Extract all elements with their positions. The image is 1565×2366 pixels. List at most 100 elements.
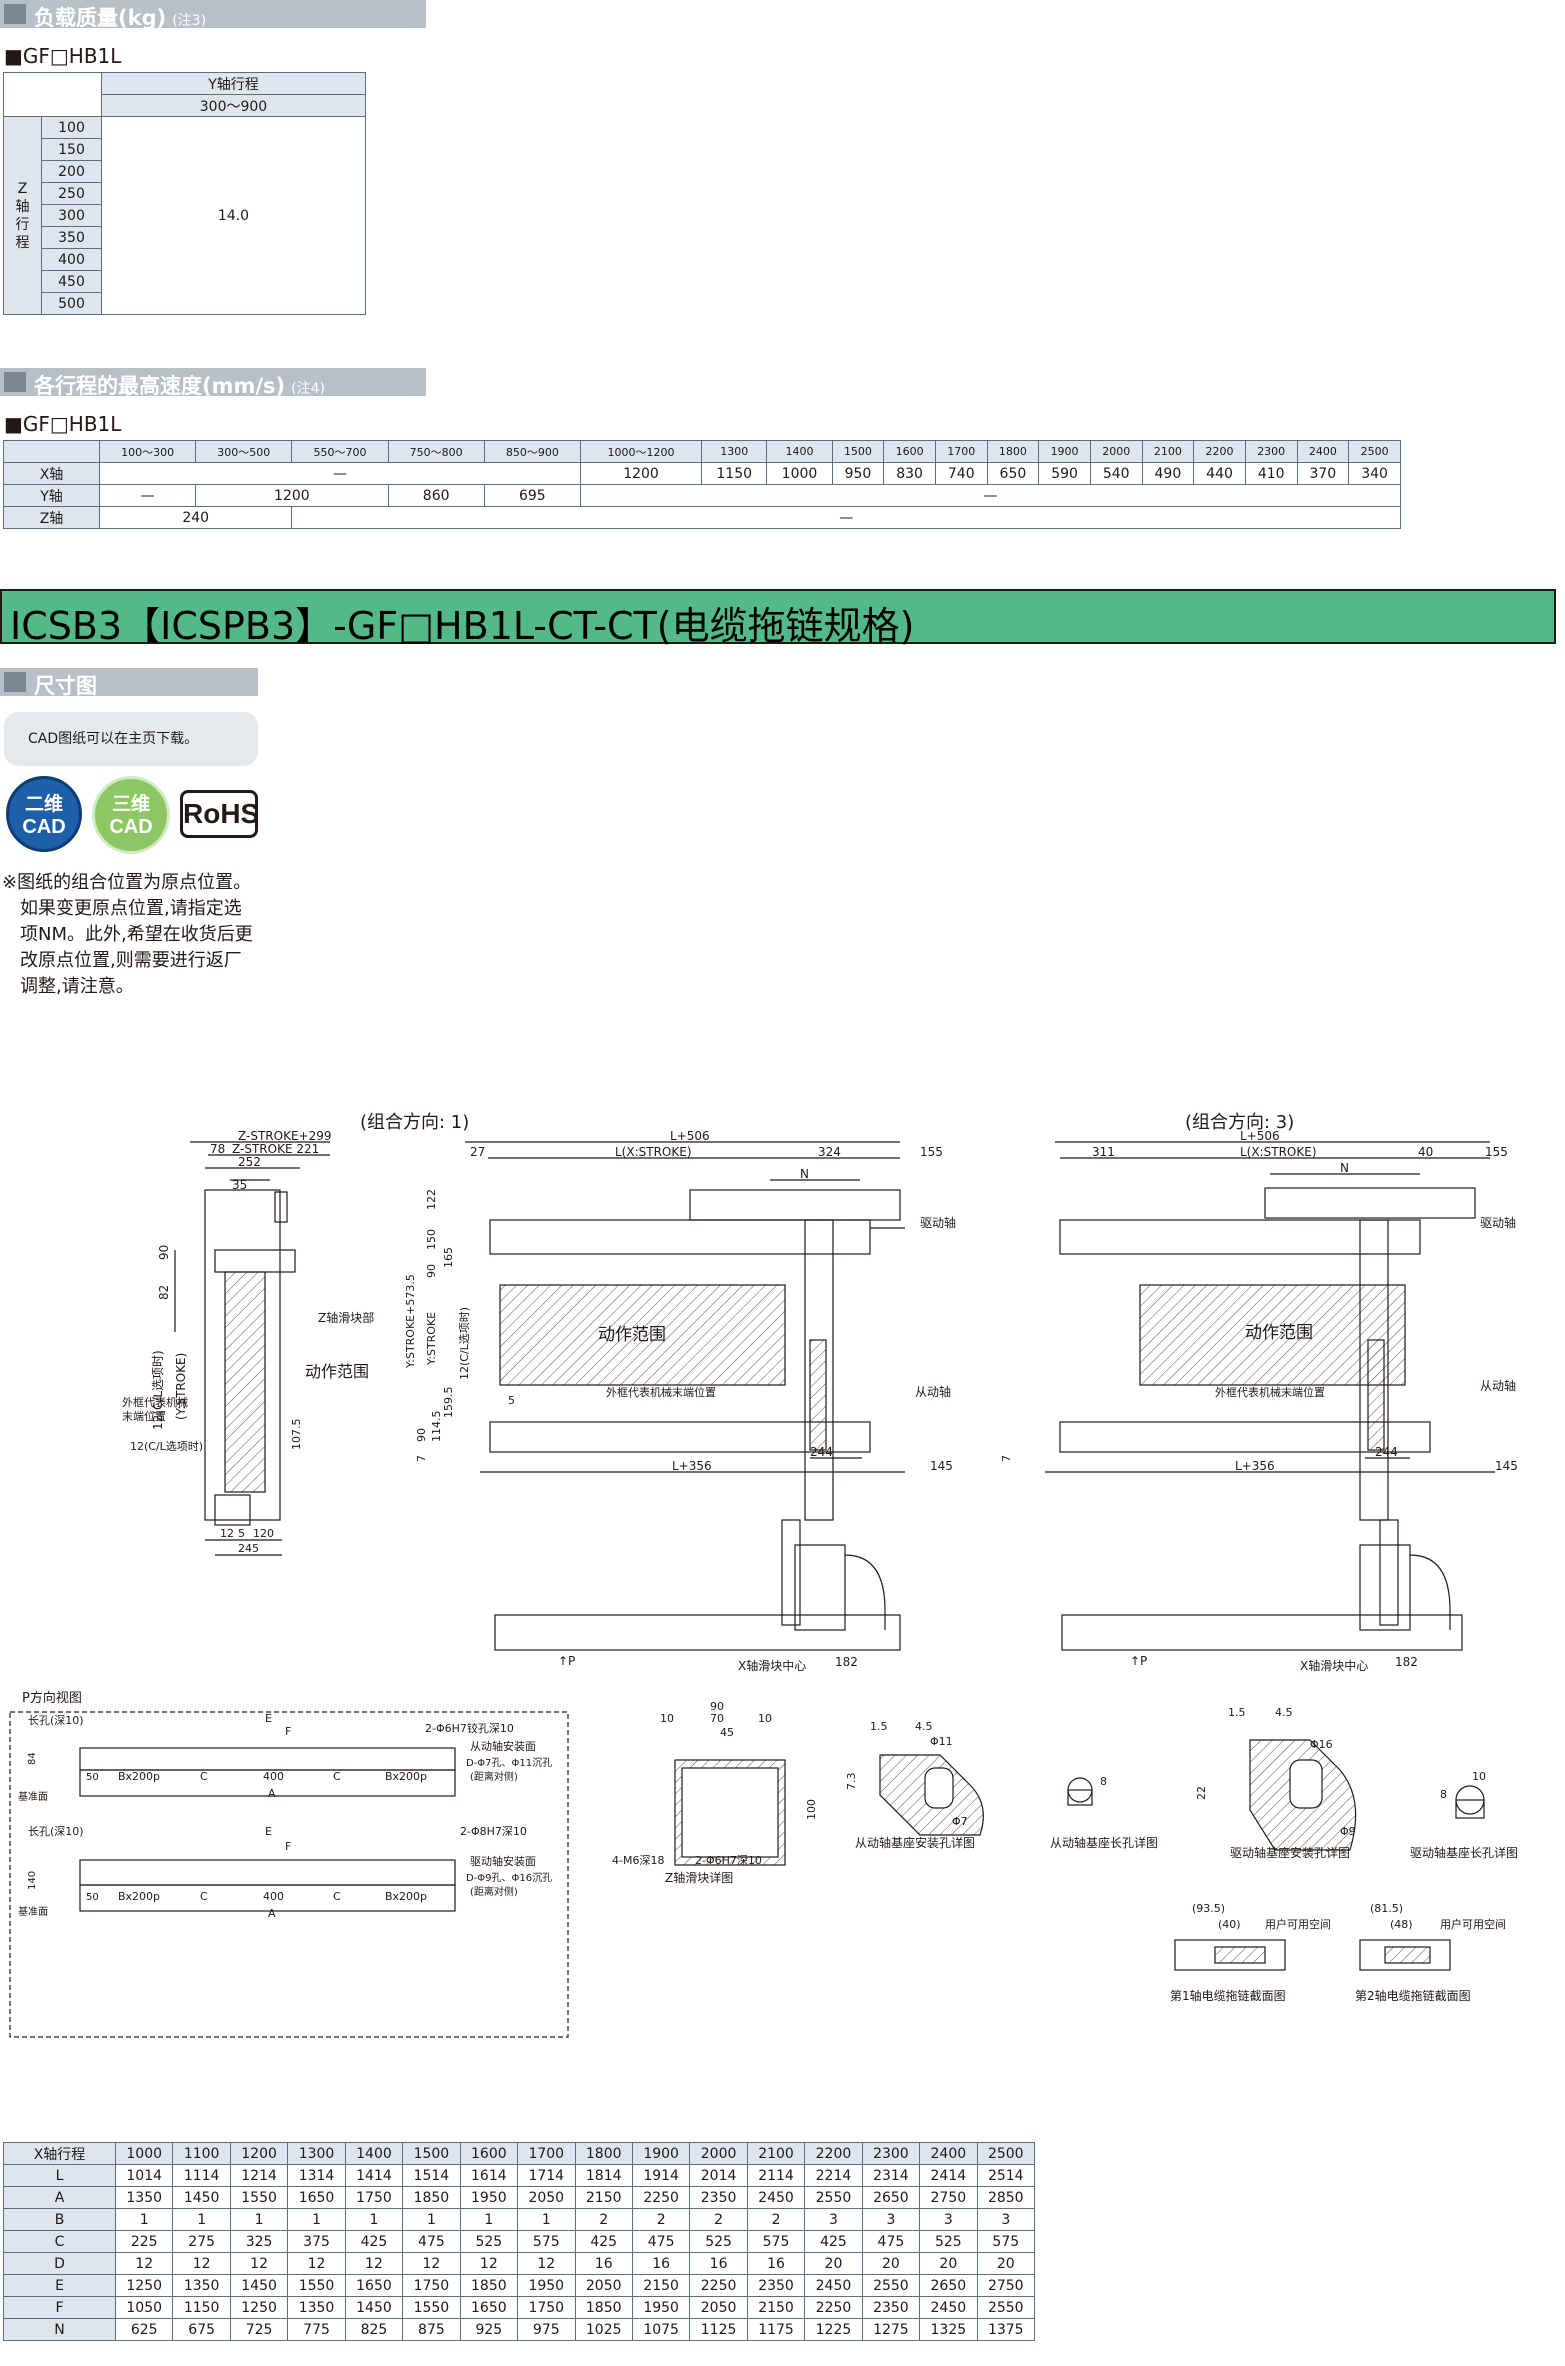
svg-text:用户可用空间: 用户可用空间	[1440, 1917, 1506, 1931]
table-cell: 1514	[402, 2164, 461, 2187]
table-cell: 2014	[689, 2164, 748, 2187]
row-label: A	[3, 2186, 116, 2209]
table-cell: 2250	[689, 2274, 748, 2297]
svg-text:Bx200p: Bx200p	[118, 1890, 160, 1903]
section-header-dim: 尺寸图	[0, 668, 258, 698]
svg-text:外框代表机械: 外框代表机械	[122, 1395, 188, 1409]
table-cell: 2250	[804, 2296, 863, 2319]
table-cell: 2100	[746, 2142, 806, 2165]
model-label: ■GF□HB1L	[4, 44, 122, 68]
table-cell: 1550	[402, 2296, 461, 2319]
hole-details: 1.5 4.5 Φ11 7.3 Φ7 从动轴基座安装孔详图 8 从动轴基座长孔详…	[845, 1706, 1518, 1860]
table-cell: 825	[344, 2318, 404, 2341]
table-cell: 2500	[976, 2142, 1036, 2165]
speed-cell: 1200	[579, 462, 703, 485]
svg-text:C: C	[333, 1890, 341, 1903]
speed-header: 1700	[934, 440, 988, 463]
row-label: X轴行程	[3, 2142, 116, 2165]
rohs-badge: RoHS	[180, 790, 259, 838]
table-cell: 575	[976, 2230, 1036, 2253]
svg-text:400: 400	[263, 1890, 284, 1903]
svg-text:动作范围: 动作范围	[305, 1362, 369, 1381]
table-cell: 1450	[229, 2274, 289, 2297]
svg-text:122: 122	[425, 1189, 438, 1210]
stroke-cell: 350	[41, 226, 102, 249]
table-cell: 1125	[689, 2318, 748, 2341]
table-cell: 1814	[574, 2164, 633, 2187]
stroke-cell: 400	[41, 248, 102, 271]
table-cell: 1550	[287, 2274, 346, 2297]
table-cell: 2400	[919, 2142, 978, 2165]
svg-text:F: F	[285, 1840, 291, 1853]
table-cell: 1914	[631, 2164, 691, 2187]
svg-text:244: 244	[810, 1445, 833, 1459]
svg-text:驱动轴基座安装孔详图: 驱动轴基座安装孔详图	[1230, 1845, 1350, 1860]
speed-cell: 440	[1193, 462, 1246, 485]
table-cell: 1900	[631, 2142, 691, 2165]
svg-text:107.5: 107.5	[290, 1419, 303, 1451]
table-cell: 2550	[861, 2274, 921, 2297]
table-cell: 1350	[114, 2186, 174, 2209]
cad2d-badge[interactable]: 二维 CAD	[6, 776, 82, 852]
table-cell: 1025	[574, 2318, 633, 2341]
svg-text:Bx200p: Bx200p	[118, 1770, 160, 1783]
svg-text:12: 12	[220, 1527, 234, 1540]
table-cell: 3	[861, 2208, 921, 2231]
table-cell: 2050	[517, 2186, 576, 2209]
table-cell: 1700	[517, 2142, 576, 2165]
svg-text:244: 244	[1375, 1445, 1398, 1459]
speed-cell: 650	[986, 462, 1040, 485]
svg-text:L+506: L+506	[670, 1129, 710, 1143]
axis-label: X轴	[3, 462, 100, 485]
svg-text:155: 155	[1485, 1145, 1508, 1159]
stroke-cell: 500	[41, 292, 102, 315]
table-cell: 2350	[861, 2296, 921, 2319]
svg-text:基准面: 基准面	[18, 1790, 48, 1803]
svg-text:7.3: 7.3	[845, 1773, 858, 1791]
table-cell: 425	[344, 2230, 404, 2253]
table-cell: 2450	[804, 2274, 863, 2297]
svg-text:8: 8	[1440, 1788, 1447, 1801]
cad3d-badge[interactable]: 三维 CAD	[92, 776, 170, 854]
table-cell: 12	[172, 2252, 231, 2275]
p-direction-view: P方向视图 长孔(深10) E F 2-Φ6H7铰孔深10 从动轴安装面 D-Φ…	[9, 1690, 569, 2038]
svg-text:Z-STROKE 221: Z-STROKE 221	[232, 1142, 319, 1156]
row-label: C	[3, 2230, 116, 2253]
table-cell: 975	[517, 2318, 576, 2341]
svg-text:↑P: ↑P	[1130, 1654, 1147, 1668]
svg-text:L(X:STROKE): L(X:STROKE)	[1240, 1145, 1317, 1159]
svg-text:Z轴滑块部: Z轴滑块部	[318, 1310, 374, 1325]
svg-text:114.5: 114.5	[430, 1411, 443, 1443]
table-cell: 1750	[344, 2186, 404, 2209]
table-cell: 2	[574, 2208, 633, 2231]
stroke-cell: 300	[41, 204, 102, 227]
svg-text:基准面: 基准面	[18, 1905, 48, 1918]
speed-header: 2100	[1141, 440, 1195, 463]
table-cell: 775	[287, 2318, 346, 2341]
table-cell: 1	[172, 2208, 231, 2231]
speed-cell: 740	[934, 462, 988, 485]
svg-text:A: A	[268, 1787, 276, 1800]
product-title-bar: ICSB3【ICSPB3】-GF□HB1L-CT-CT(电缆拖链规格)	[0, 589, 1556, 648]
table-cell: 2550	[804, 2186, 863, 2209]
table-cell: 2550	[976, 2296, 1036, 2319]
table-cell: 2	[746, 2208, 806, 2231]
speed-cell: 695	[483, 484, 581, 507]
svg-text:22: 22	[1195, 1786, 1208, 1800]
speed-cell: —	[291, 506, 1401, 529]
svg-text:182: 182	[835, 1655, 858, 1669]
svg-text:E: E	[265, 1712, 272, 1725]
table-cell: 1	[229, 2208, 289, 2231]
section-note: (注4)	[291, 381, 325, 397]
table-cell: 1014	[114, 2164, 174, 2187]
cad-note: CAD图纸可以在主页下载。	[28, 731, 199, 747]
svg-text:90: 90	[415, 1428, 428, 1442]
svg-text:12(C/L选项时): 12(C/L选项时)	[151, 1350, 165, 1430]
table-cell: 1350	[287, 2296, 346, 2319]
